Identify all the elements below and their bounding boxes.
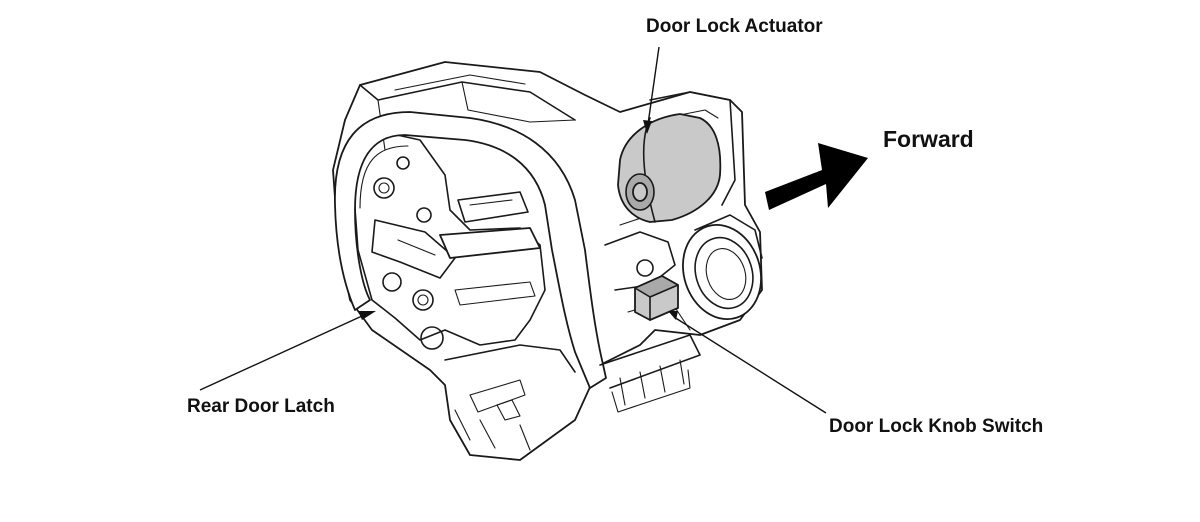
door-lock-knob-switch-part <box>634 275 679 321</box>
door-lock-actuator-part <box>617 113 722 223</box>
door-lock-actuator-label: Door Lock Actuator <box>646 16 823 37</box>
leader-line-latch <box>199 311 376 391</box>
leader-line-knob-switch <box>668 311 827 414</box>
forward-label: Forward <box>883 126 974 152</box>
forward-arrow-icon <box>765 143 868 210</box>
door-lock-knob-switch-label: Door Lock Knob Switch <box>829 416 1044 437</box>
rear-door-latch-label: Rear Door Latch <box>187 396 335 417</box>
leader-line-actuator <box>643 46 660 134</box>
